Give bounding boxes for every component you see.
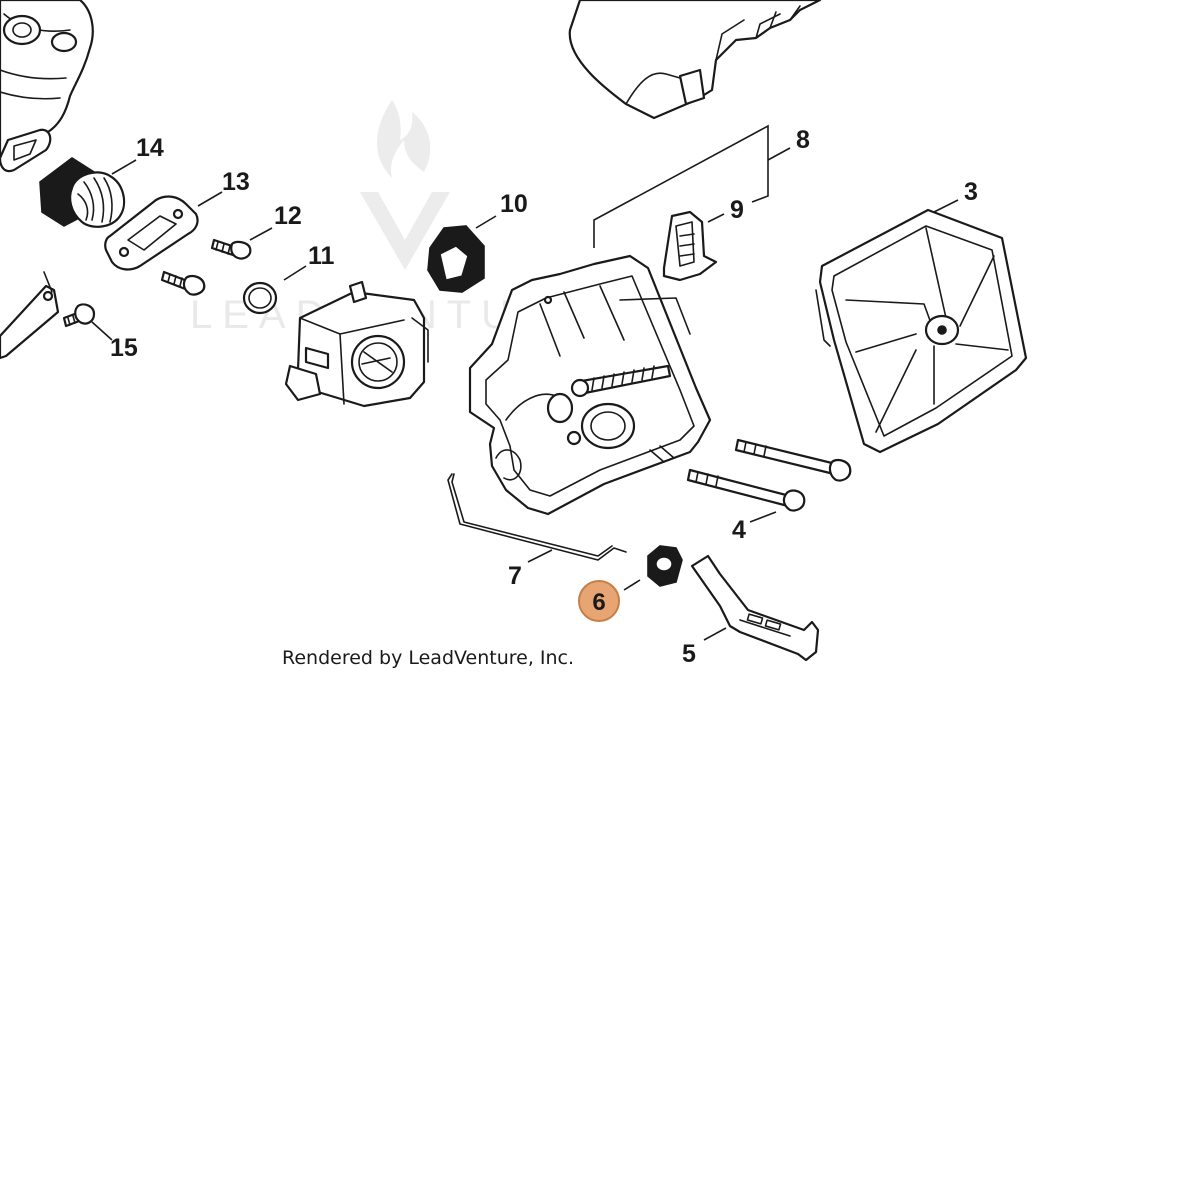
engine-cylinder (0, 0, 94, 173)
callout-5: 5 (682, 640, 696, 668)
bracket-9 (662, 210, 718, 282)
top-shroud (568, 0, 822, 120)
highlight-circle (578, 580, 620, 622)
callout-11: 11 (308, 242, 335, 270)
leader-lines (91, 124, 959, 641)
intake-boot (39, 157, 126, 228)
carburetor (284, 280, 429, 408)
callout-labels: 14 13 12 11 10 15 8 9 3 4 5 7 6 (110, 126, 978, 668)
long-bolts (686, 438, 852, 512)
screw-lower (160, 270, 206, 296)
callout-8: 8 (796, 126, 810, 154)
callout-3: 3 (964, 178, 978, 206)
render-credit: Rendered by LeadVenture, Inc. (282, 647, 574, 669)
filter-housing (468, 254, 712, 516)
callout-9: 9 (730, 196, 744, 224)
control-rod (447, 473, 627, 561)
callout-10: 10 (500, 190, 528, 218)
o-ring (242, 281, 278, 315)
flange-gasket (104, 195, 199, 271)
grommet-10 (427, 225, 485, 293)
lever-5 (690, 554, 820, 662)
callout-6: 6 (592, 589, 605, 616)
air-filter (815, 208, 1028, 454)
callout-13: 13 (222, 168, 250, 196)
callout-4: 4 (732, 516, 746, 544)
callout-7: 7 (508, 562, 522, 590)
callout-15: 15 (110, 334, 138, 362)
callout-12: 12 (274, 202, 302, 230)
side-bracket (0, 271, 60, 360)
grommet-6 (647, 545, 683, 587)
callout-14: 14 (136, 134, 164, 162)
callout-6-highlight[interactable]: 6 (578, 580, 620, 622)
screw-15 (62, 303, 96, 328)
screw-12 (210, 238, 252, 260)
